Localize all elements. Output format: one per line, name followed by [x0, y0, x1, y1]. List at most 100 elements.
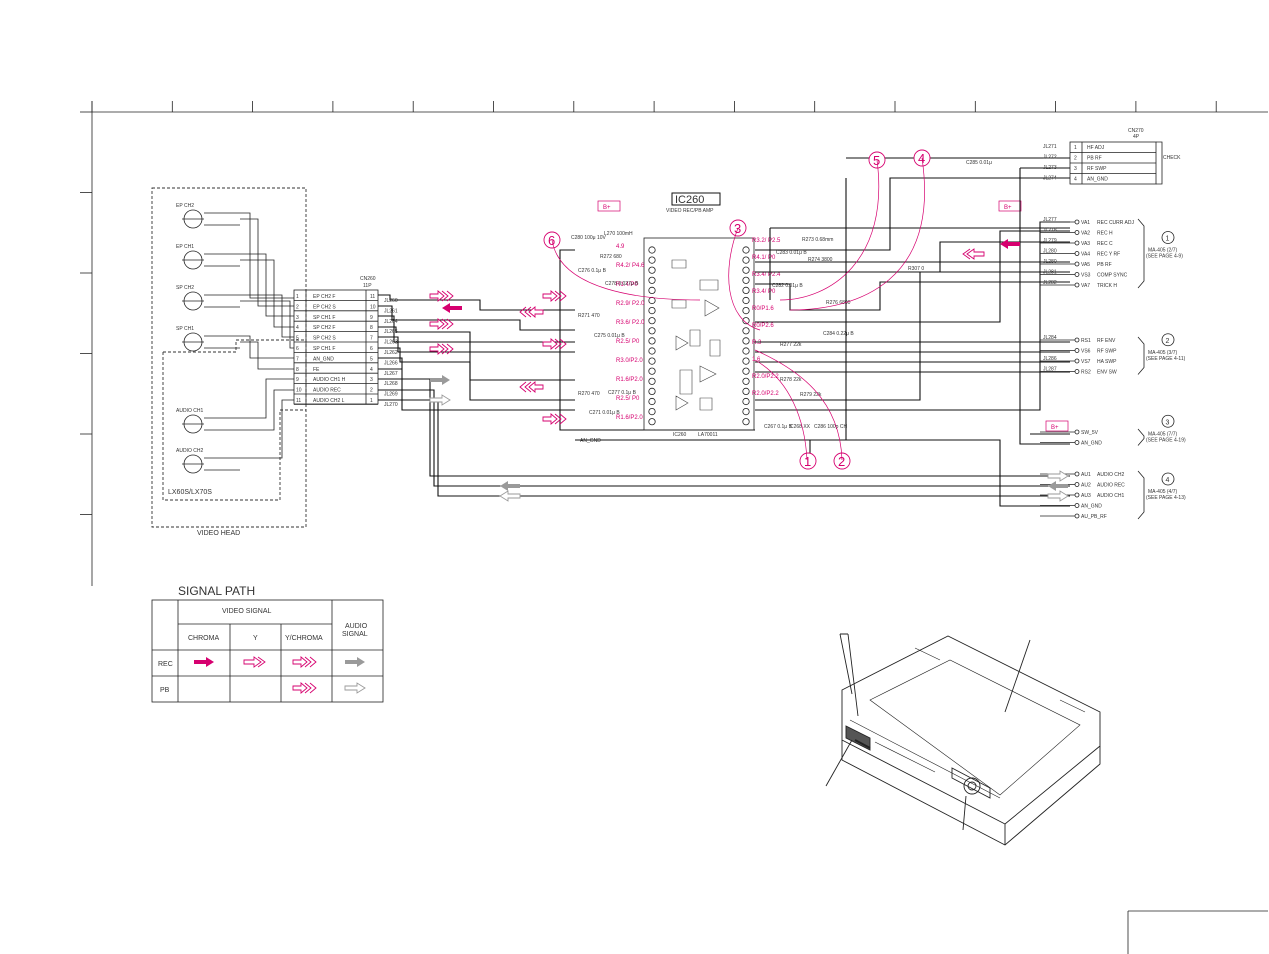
voltage-left: R2.5/ P0	[616, 396, 640, 402]
component-label: R278 22k	[780, 377, 802, 383]
group-line-label: PB RF	[1097, 262, 1112, 268]
cn260-pin-label: SP CH2 F	[313, 325, 335, 331]
callout-2: 2	[833, 452, 851, 470]
cn270-pin-label: PB RF	[1087, 156, 1102, 162]
group-line-label: COMP SYNC	[1097, 273, 1128, 279]
head-1: EP CH2	[176, 203, 240, 229]
bplus-tag-2: B+	[1004, 205, 1012, 211]
arrow-ychroma-pb	[542, 338, 567, 350]
head-label: SP CH1	[176, 326, 194, 332]
ic260-name: IC260	[675, 194, 704, 206]
arrow-ychroma-pb	[429, 343, 454, 355]
group-v: VA2	[1081, 231, 1090, 237]
arrow-ychroma-pb	[542, 290, 567, 302]
group-v: AU1	[1081, 472, 1091, 478]
voltage-right: R0/P1.6	[752, 306, 774, 312]
ic-pin-right	[742, 367, 750, 375]
component-label: C267 0.1μ B	[764, 424, 793, 430]
ic-pin-right	[742, 418, 750, 426]
ic-pin-right	[742, 317, 750, 325]
group-jl: JL281	[1043, 270, 1057, 276]
cn270-pin-no: 1	[1074, 145, 1077, 151]
legend-chroma-rec-arrow	[194, 657, 214, 667]
callout-num: 4	[918, 151, 925, 166]
cn260-pin-no-left: 6	[296, 346, 299, 352]
voltage-right: 1.6	[752, 357, 761, 363]
head-label: EP CH1	[176, 244, 194, 250]
ic-pin-left	[648, 317, 656, 325]
cn260-pin-no: 5	[370, 356, 373, 362]
cn270-pin-no: 2	[1074, 156, 1077, 162]
group-jl: JL286	[1043, 356, 1057, 362]
cn260-pin-label: AUDIO CH2 L	[313, 398, 345, 404]
group-page: (SEE PAGE 4-13)	[1146, 495, 1186, 501]
arrow-audio-pb	[1047, 470, 1069, 482]
ic-pin-right	[742, 327, 750, 335]
head-6: AUDIO CH2	[176, 448, 240, 474]
cn260-jl: JL263	[384, 340, 398, 346]
ic-pin-right	[742, 296, 750, 305]
arrow-audio-pb	[1047, 490, 1069, 502]
cn260-pin-no-left: 11	[296, 398, 301, 404]
cn260-pin-no-left: 7	[296, 356, 299, 362]
ic-pin-left	[648, 306, 656, 315]
ic-pin-left	[648, 256, 656, 264]
arrow-ychroma-pb	[542, 413, 567, 425]
legend-y-rec-arrow	[243, 656, 266, 668]
group-line-label: AUDIO CH2	[1097, 472, 1124, 478]
arrow-ychroma-pb	[429, 318, 454, 330]
cn260-pins: 11P	[363, 283, 372, 289]
ic260-part: LA70011	[698, 432, 718, 438]
ic-pin-left	[648, 296, 656, 305]
cn270-pin-no: 4	[1074, 177, 1077, 183]
component-label: C284 0.22μ B	[823, 331, 854, 337]
component-label: C282 0.01μ B	[772, 283, 803, 289]
voltage-left: R2.9/ P2.0	[616, 301, 645, 307]
voltage-right: R3.2/ P2.5	[752, 238, 781, 244]
signal-path-legend: SIGNAL PATH VIDEO SIGNAL AUDIO SIGNAL CH…	[151, 584, 384, 703]
legend-col-ychroma: Y/CHROMA	[285, 635, 323, 642]
ic-pin-left	[648, 367, 656, 375]
voltage-right: R2.0/P2.2	[752, 374, 779, 380]
head-2: EP CH1	[176, 244, 240, 270]
cn260-pin-label: EP CH2 S	[313, 304, 336, 310]
group-num: 2	[1166, 338, 1170, 345]
group-jl: JL279	[1043, 238, 1057, 244]
group-jl: JL280	[1043, 259, 1057, 265]
cn260-pin-no: 3	[370, 377, 373, 383]
arrow-audio-pb	[429, 394, 451, 406]
group-line-label: HA SWP	[1097, 359, 1117, 365]
cn270-name: CN270	[1128, 128, 1144, 134]
cn260-name: CN260	[360, 276, 376, 282]
ic260: IC260 VIDEO REC/PB AMP IC260 LA70011 AN_…	[580, 192, 755, 444]
ic-pin-left	[648, 407, 656, 416]
group-ref: MA-405 (3/7)	[1148, 350, 1178, 356]
group-v: VS3	[1081, 273, 1091, 279]
bplus-tags: B+ B+ B+	[597, 200, 1069, 432]
legend-title: SIGNAL PATH	[178, 584, 255, 598]
voltage-right: R.3	[752, 340, 762, 346]
cn270-pin-label: RF SWP	[1087, 166, 1107, 172]
component-label: R274 3800	[808, 257, 833, 263]
wires-right	[755, 157, 1070, 454]
ic-pin-left	[648, 246, 656, 254]
arrow-ychroma-rec	[519, 381, 544, 393]
cn270-check: CHECK	[1163, 155, 1181, 161]
group-line-label: AUDIO REC	[1097, 483, 1125, 489]
ic-pin-right	[742, 397, 750, 406]
voltage-left: R1.6/P2.0	[616, 377, 643, 383]
cn260-pin-no-left: 10	[296, 388, 302, 394]
group-num: 3	[1166, 419, 1170, 426]
legend-audio-label-1: AUDIO	[345, 623, 368, 630]
ic-pin-right	[742, 357, 750, 365]
